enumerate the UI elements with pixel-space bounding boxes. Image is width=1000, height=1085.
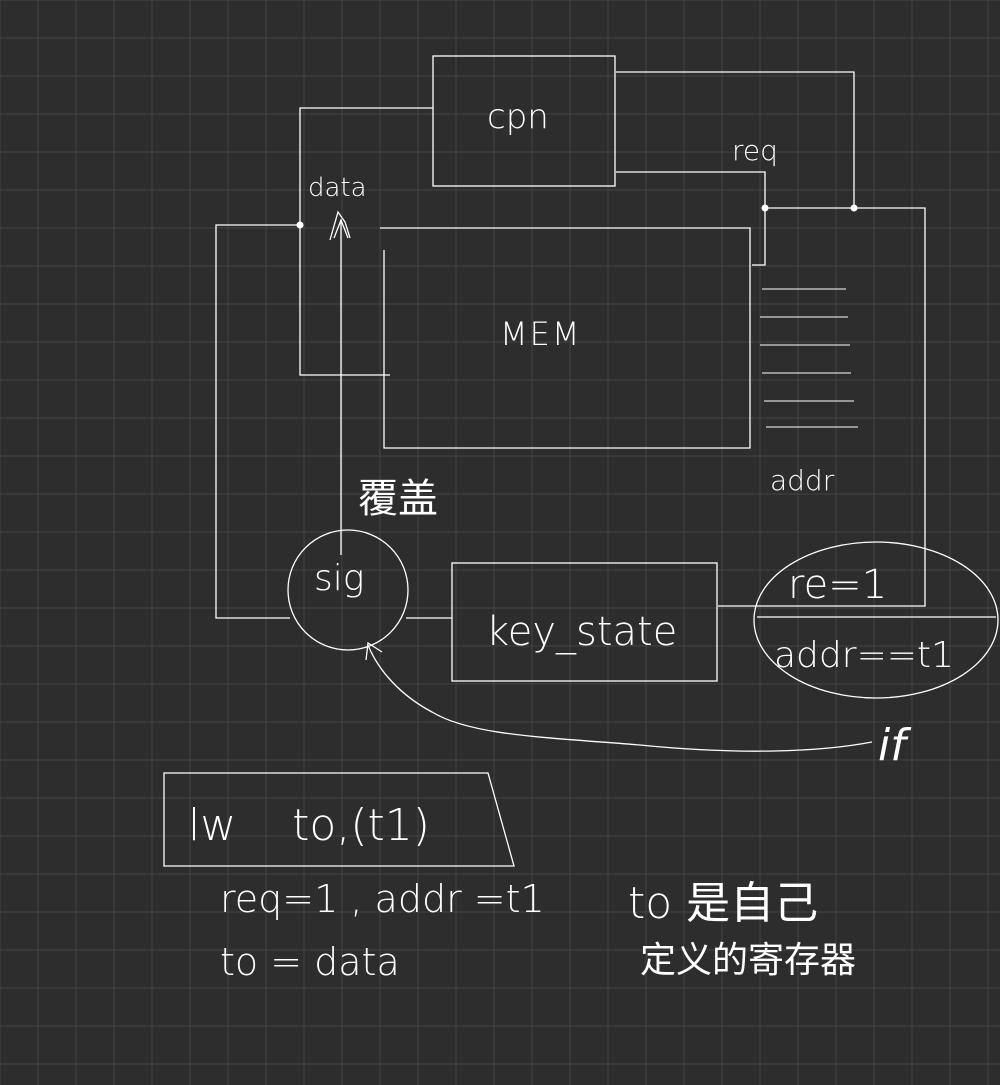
if-feedback-arrow bbox=[367, 644, 873, 752]
note-req-addr: req=1 , addr =t1 bbox=[220, 877, 545, 921]
condition-line1: re=1 bbox=[788, 562, 887, 608]
cover-label: 覆盖 bbox=[358, 476, 438, 522]
req-wire bbox=[616, 171, 766, 266]
if-arrow-head bbox=[365, 641, 383, 661]
addr-label: addr bbox=[770, 464, 835, 497]
data-wedge-mark bbox=[329, 210, 351, 241]
mem-label: MEM bbox=[500, 315, 581, 353]
data-arrow-head bbox=[333, 218, 349, 239]
key-state-label: key_state bbox=[486, 609, 677, 655]
req-junction-dot bbox=[761, 204, 769, 212]
note-self-register-1: to 是自己 bbox=[628, 878, 818, 929]
wires bbox=[215, 71, 926, 752]
condition-line2: addr==t1 bbox=[774, 635, 954, 676]
instruction-box bbox=[163, 772, 515, 867]
data-loop-wire bbox=[215, 224, 300, 619]
sig-label: sig bbox=[314, 558, 364, 599]
cpu-right-wire bbox=[616, 71, 855, 208]
note-to-data: to = data bbox=[220, 940, 400, 984]
instruction-label: lw to,(t1) bbox=[188, 800, 430, 851]
cpu-block bbox=[432, 55, 616, 187]
cpu-label: cpn bbox=[487, 97, 549, 137]
key-state-block bbox=[451, 562, 718, 682]
sig-node bbox=[287, 529, 409, 651]
right-rail bbox=[718, 207, 926, 607]
cpu-left-wire bbox=[299, 107, 433, 376]
data-junction-dot bbox=[296, 221, 304, 229]
note-self-register-2: 定义的寄存器 bbox=[640, 940, 856, 981]
condition-ellipse bbox=[753, 541, 999, 699]
addr-register-stack bbox=[760, 288, 858, 428]
rail-junction-dot bbox=[850, 204, 858, 212]
mem-block-outline bbox=[380, 227, 751, 449]
data-label: data bbox=[308, 173, 367, 203]
req-label: req bbox=[732, 134, 778, 167]
